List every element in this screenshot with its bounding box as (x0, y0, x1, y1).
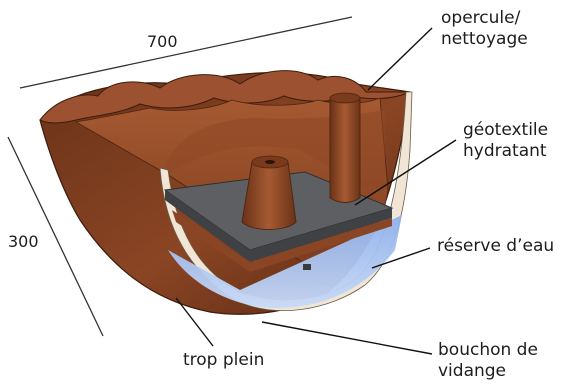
leader-opercule (368, 28, 432, 90)
label-opercule-line2: nettoyage (441, 29, 528, 50)
label-trop-plein-text: trop plein (183, 350, 264, 371)
label-reserve-text: réserve d’eau (437, 236, 554, 257)
label-geotextile-line1: géotextile (463, 120, 548, 141)
label-geotextile: géotextile hydratant (463, 120, 548, 162)
central-cone-hole (265, 160, 275, 164)
label-reserve: réserve d’eau (437, 236, 554, 257)
label-trop-plein: trop plein (183, 350, 264, 371)
drain-plug-detail (303, 264, 311, 270)
label-opercule-line1: opercule/ (441, 8, 528, 29)
height-dimension-label: 300 (8, 233, 39, 251)
label-geotextile-line2: hydratant (463, 141, 548, 162)
cleaning-tube (330, 98, 360, 203)
label-bouchon-line2: vidange (438, 361, 538, 382)
width-dimension-label: 700 (147, 33, 178, 51)
label-bouchon: bouchon de vidange (438, 340, 538, 382)
central-cone (242, 162, 296, 230)
cleaning-tube-top (330, 93, 360, 103)
leader-bouchon (262, 322, 432, 354)
label-opercule: opercule/ nettoyage (441, 8, 528, 50)
label-bouchon-line1: bouchon de (438, 340, 538, 361)
